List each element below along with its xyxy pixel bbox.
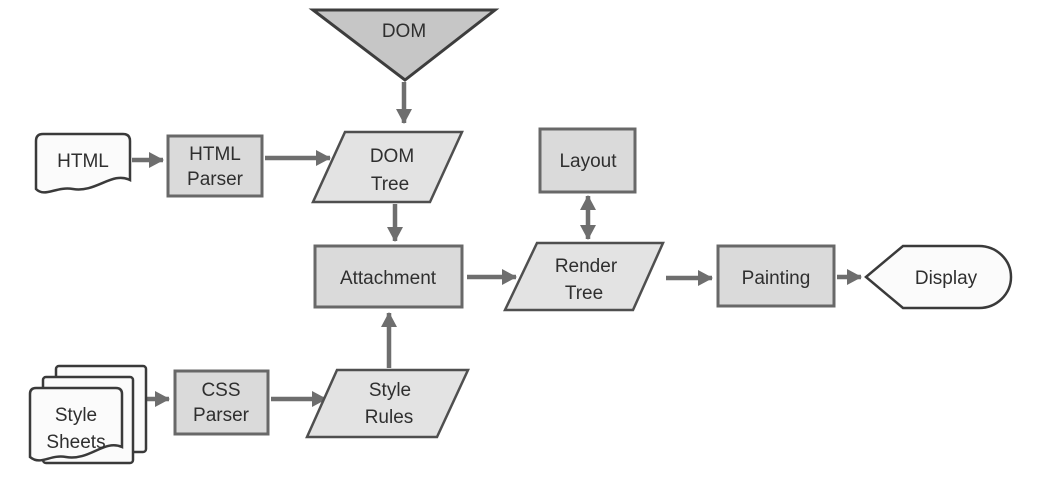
node-render-tree-label-line1: Render	[555, 256, 618, 277]
node-css-parser-label-line1: CSS	[201, 380, 240, 401]
node-attachment-label: Attachment	[340, 268, 437, 289]
node-dom-tree: DOM Tree	[311, 130, 464, 204]
node-dom-tree-label-line2: Tree	[371, 174, 409, 195]
node-html-parser: HTML Parser	[166, 134, 264, 198]
node-style-sheets: Style Sheets	[28, 364, 148, 465]
node-dom-tree-label-line1: DOM	[370, 146, 414, 167]
node-render-tree: Render Tree	[503, 241, 665, 312]
node-layout-label: Layout	[559, 151, 617, 172]
node-display-label: Display	[915, 268, 978, 289]
node-display: Display	[864, 244, 1013, 310]
node-style-rules-label-line2: Rules	[365, 407, 414, 428]
node-render-tree-label-line2: Tree	[565, 283, 603, 304]
node-layout: Layout	[538, 127, 637, 194]
node-style-sheets-label-line2: Sheets	[46, 432, 105, 453]
node-css-parser: CSS Parser	[173, 369, 270, 436]
node-painting-label: Painting	[742, 268, 811, 289]
node-style-rules: Style Rules	[305, 368, 470, 439]
node-attachment: Attachment	[313, 244, 464, 309]
node-html-parser-label-line1: HTML	[189, 144, 241, 165]
node-dom-label: DOM	[382, 21, 426, 42]
node-css-parser-label-line2: Parser	[193, 405, 250, 426]
node-painting: Painting	[716, 244, 836, 308]
node-style-rules-label-line1: Style	[369, 380, 411, 401]
node-html-doc-label: HTML	[57, 151, 109, 172]
node-html-parser-label-line2: Parser	[187, 169, 244, 190]
node-dom: DOM	[308, 8, 500, 82]
node-html-doc: HTML	[34, 132, 132, 194]
node-style-sheets-label-line1: Style	[55, 405, 97, 426]
